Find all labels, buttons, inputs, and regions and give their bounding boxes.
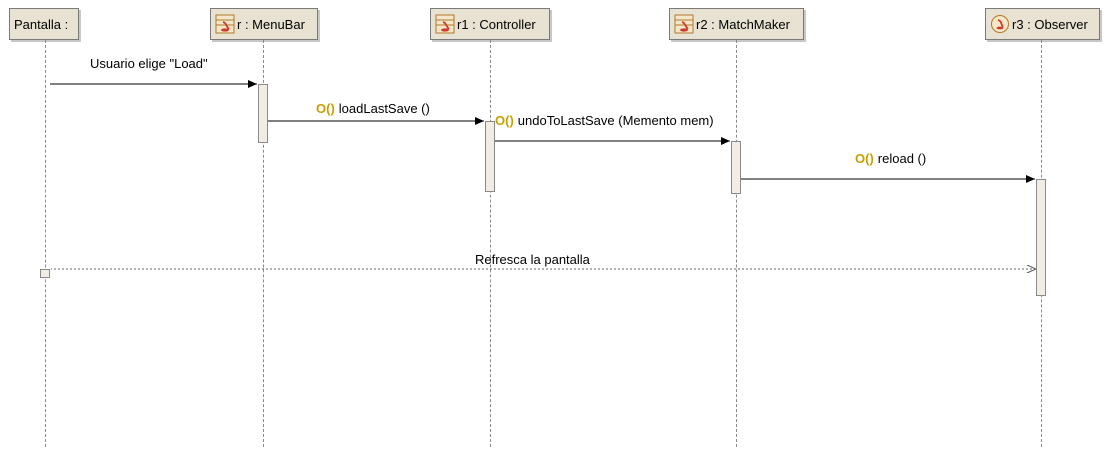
lifeline-header-pantalla[interactable]: Pantalla : [9,8,79,40]
class-icon [435,14,455,34]
lifeline-label-menubar: r : MenuBar [237,16,305,32]
lifeline-header-controller[interactable]: r1 : Controller [430,8,550,40]
message-label-4[interactable]: O()reload () [855,151,926,166]
activation-pantalla[interactable] [40,269,50,278]
lifeline-header-menubar[interactable]: r : MenuBar [210,8,318,40]
message-text: reload () [877,151,927,166]
lifeline-controller [490,40,491,447]
activation-menubar[interactable] [258,84,268,143]
lifeline-header-observer[interactable]: r3 : Observer [985,8,1100,40]
activation-controller[interactable] [485,121,495,192]
message-label-3[interactable]: O()undoToLastSave (Memento mem) [495,113,714,128]
lifeline-pantalla [45,40,46,447]
activation-observer[interactable] [1036,179,1046,296]
message-text: undoToLastSave (Memento mem) [517,113,714,128]
activation-matchmaker[interactable] [731,141,741,194]
operation-icon: O() [316,101,335,116]
lifeline-label-pantalla: Pantalla : [14,16,69,32]
message-label-5[interactable]: Refresca la pantalla [475,252,590,267]
message-label-2[interactable]: O()loadLastSave () [316,101,430,116]
lifeline-label-observer: r3 : Observer [1012,16,1088,32]
message-text: Refresca la pantalla [475,252,590,267]
class-icon [215,14,235,34]
lifeline-menubar [263,40,264,447]
message-text: loadLastSave () [338,101,430,116]
lifeline-matchmaker [736,40,737,447]
message-text: Usuario elige "Load" [90,56,208,71]
operation-icon: O() [495,113,514,128]
message-label-1[interactable]: Usuario elige "Load" [90,56,208,71]
lifeline-label-controller: r1 : Controller [457,16,536,32]
interface-icon [991,15,1009,33]
class-icon [674,14,694,34]
operation-icon: O() [855,151,874,166]
lifeline-header-matchmaker[interactable]: r2 : MatchMaker [669,8,804,40]
lifeline-label-matchmaker: r2 : MatchMaker [696,16,790,32]
